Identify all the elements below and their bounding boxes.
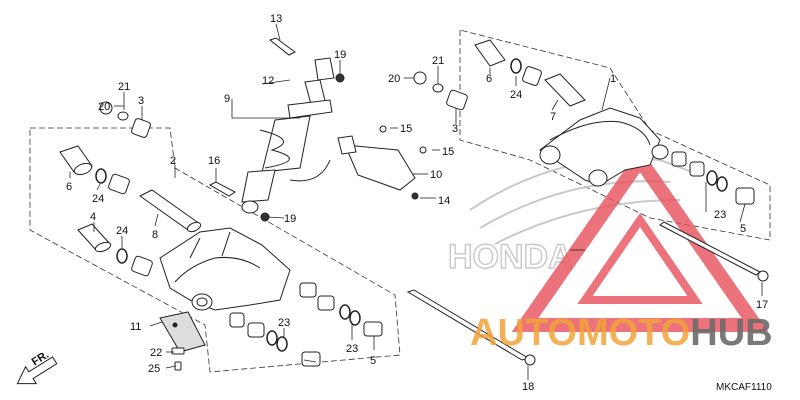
oil-seal-24-left-upper	[95, 168, 107, 184]
callout-3: 3	[452, 123, 458, 135]
leader-lines	[69, 23, 763, 380]
callout-24: 24	[510, 89, 522, 101]
callout-12: 12	[262, 75, 274, 87]
diagram-code: MKCAF1110	[716, 382, 772, 393]
callout-20: 20	[388, 73, 400, 85]
collar-set-upper-left	[99, 101, 151, 138]
callout-7: 7	[550, 111, 556, 123]
watermark-text: AUTOMOTOHUB	[470, 312, 773, 354]
callout-15: 15	[400, 123, 412, 135]
callout-6: 6	[486, 73, 492, 85]
callout-16: 16	[208, 155, 220, 167]
svg-text:HONDA: HONDA	[448, 238, 573, 276]
callout-19: 19	[284, 213, 296, 225]
callout-5: 5	[740, 223, 746, 235]
nut-19	[260, 73, 345, 222]
callout-13: 13	[270, 13, 282, 25]
group-frame-left	[29, 127, 401, 373]
callout-23: 23	[714, 209, 726, 221]
callout-24: 24	[92, 193, 104, 205]
callout-21: 21	[118, 81, 130, 93]
callout-24: 24	[116, 225, 128, 237]
callout-15: 15	[442, 146, 454, 158]
bolt-22-25	[171, 347, 185, 371]
shock-bolt-13	[268, 37, 296, 56]
callout-10: 10	[430, 169, 442, 181]
swingarm-left	[159, 227, 291, 311]
part-callouts: 1 2 3 3 4 5 5 6 6 7 8 9 10 11 12 13 14 1…	[66, 13, 768, 393]
callout-22: 22	[150, 347, 162, 359]
callout-4: 4	[90, 211, 96, 223]
callout-23: 23	[278, 317, 290, 329]
chain-guide-11	[159, 311, 206, 353]
shock-bolt-16	[208, 181, 236, 197]
pivot-collar-8	[139, 189, 202, 233]
callout-23: 23	[346, 343, 358, 355]
callout-25: 25	[148, 363, 160, 375]
callout-19: 19	[334, 49, 346, 61]
callout-2: 2	[170, 155, 176, 167]
collar-set-upper-right	[413, 39, 586, 111]
callout-6: 6	[66, 181, 72, 193]
pivot-shaft-17	[659, 221, 769, 282]
pivot-shaft-18	[406, 289, 536, 366]
callout-8: 8	[152, 229, 158, 241]
callout-21: 21	[432, 55, 444, 67]
callout-14: 14	[438, 195, 450, 207]
oil-seal-24-left-lower	[116, 248, 128, 264]
callout-3: 3	[138, 95, 144, 107]
callout-5: 5	[370, 355, 376, 367]
callout-18: 18	[522, 381, 534, 393]
pivot-collar-4	[77, 223, 112, 253]
pivot-collar-6-left	[59, 145, 93, 176]
needle-bearing-left-upper	[108, 173, 130, 195]
bearing-set-lower-left	[229, 282, 383, 367]
callout-1: 1	[610, 73, 616, 85]
needle-bearing-left-lower	[131, 255, 153, 277]
bearing-set-right	[671, 151, 755, 205]
automotohub-watermark: AUTOMOTOHUB	[470, 312, 773, 354]
swingarm-right	[539, 107, 669, 187]
callout-20: 20	[98, 101, 110, 113]
front-direction-arrow: FR.	[16, 349, 58, 385]
callout-17: 17	[756, 299, 768, 311]
reservoir-bracket-10	[337, 125, 427, 200]
callout-9: 9	[224, 93, 230, 105]
callout-11: 11	[130, 321, 141, 333]
rear-shock-9	[241, 57, 335, 214]
